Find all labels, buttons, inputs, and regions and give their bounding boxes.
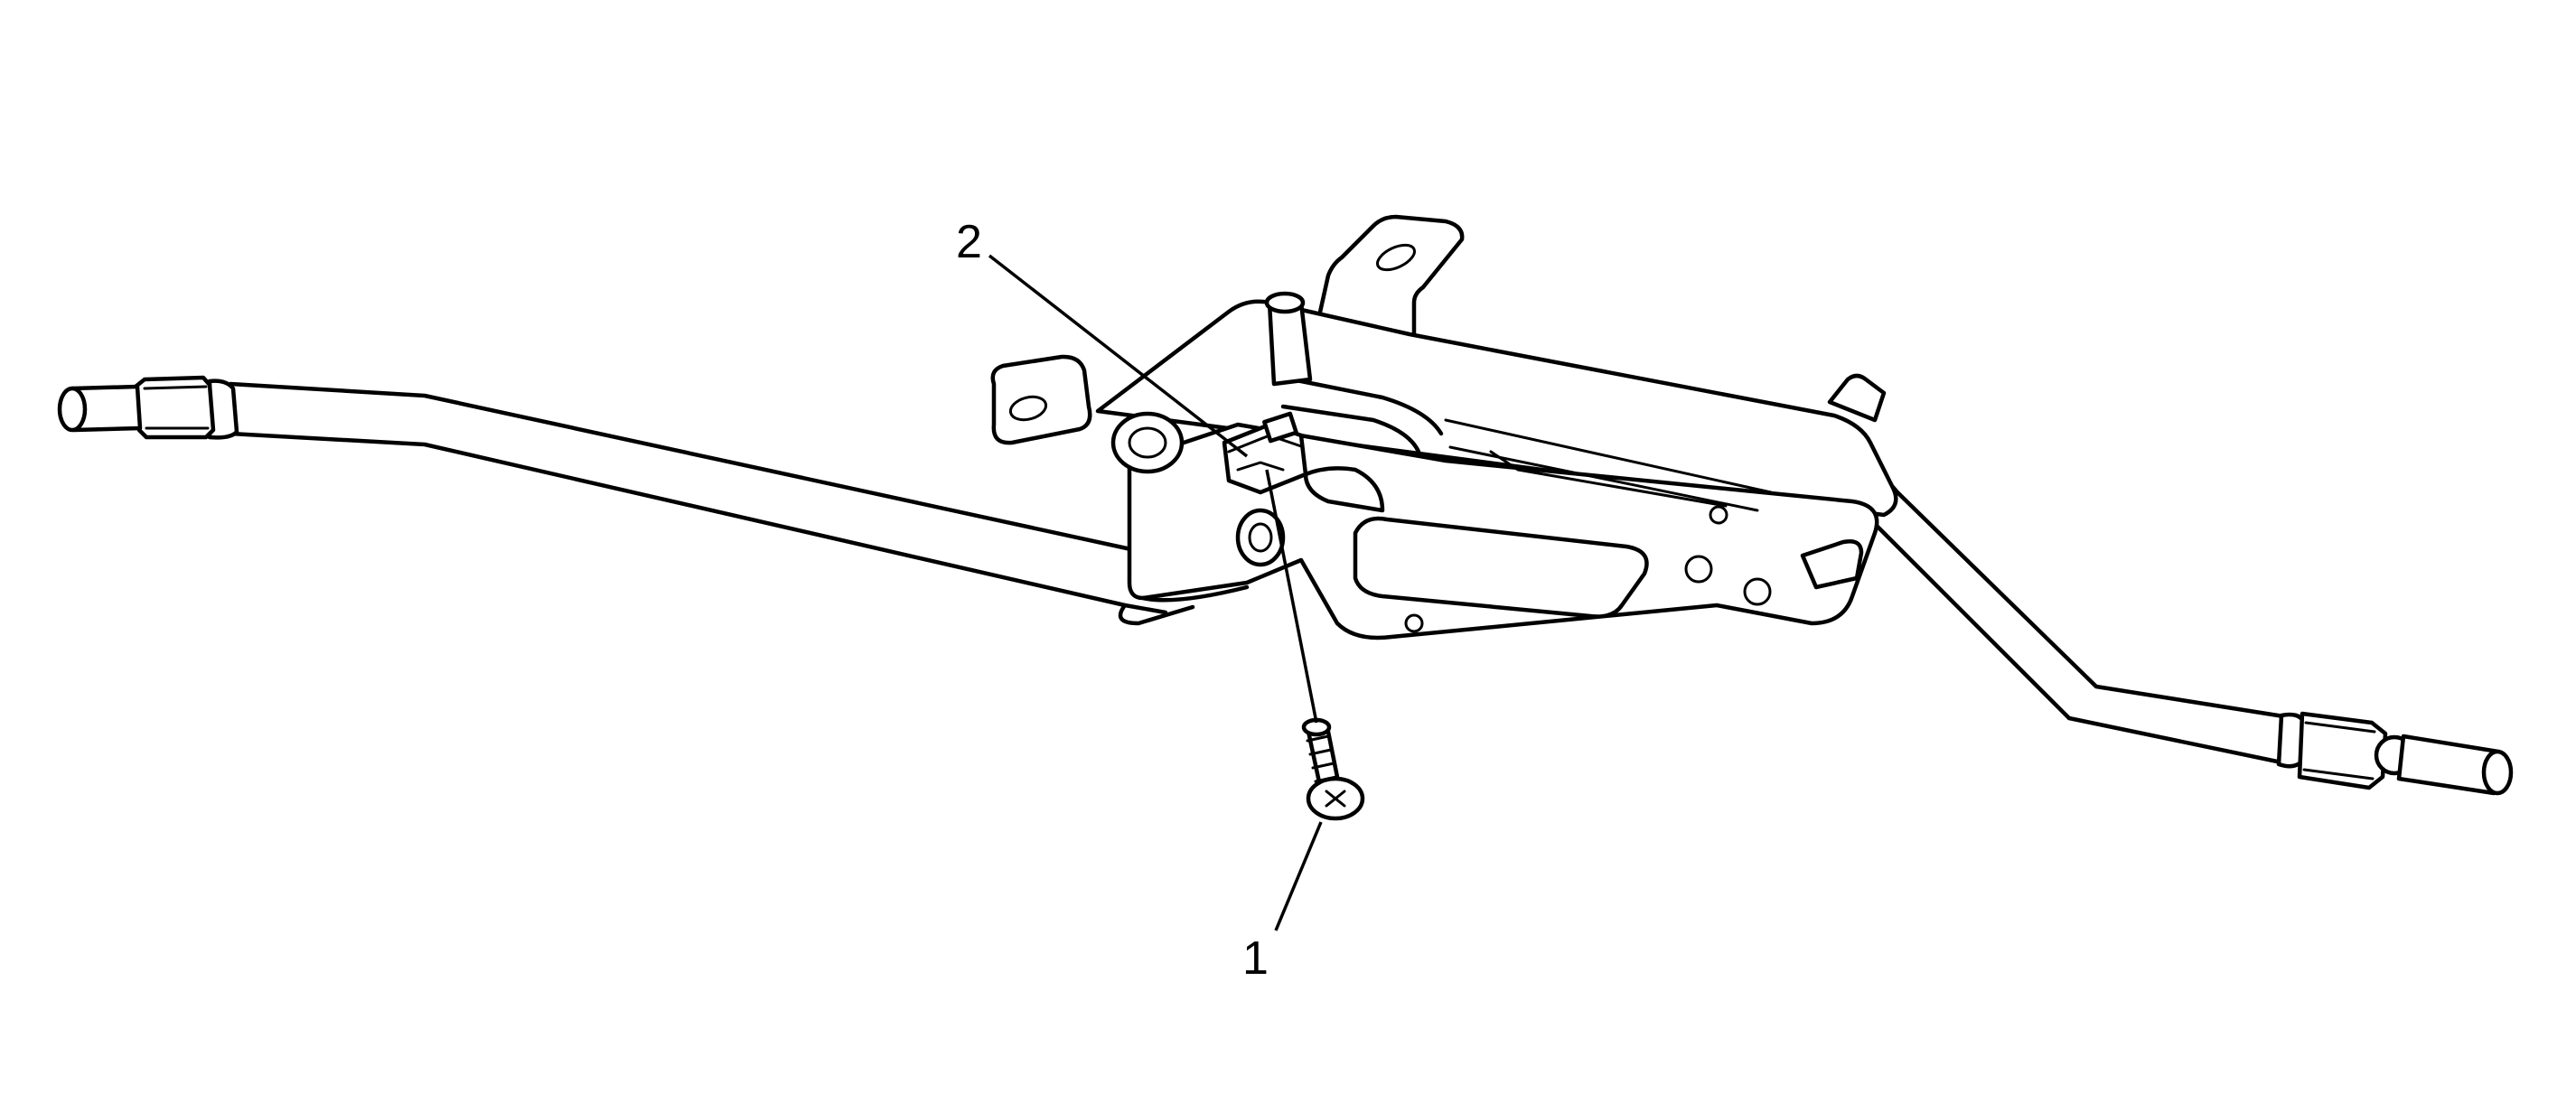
callout-leaders <box>988 254 1323 931</box>
hood-ajar-switch <box>1222 411 1308 495</box>
latch-assembly <box>990 214 1898 640</box>
leader-axis <box>1265 469 1318 724</box>
leader-1 <box>1274 821 1323 931</box>
screw <box>1301 717 1365 821</box>
callout-2: 2 <box>956 216 982 268</box>
callout-1: 1 <box>1242 932 1269 985</box>
leader-2 <box>988 254 1249 458</box>
